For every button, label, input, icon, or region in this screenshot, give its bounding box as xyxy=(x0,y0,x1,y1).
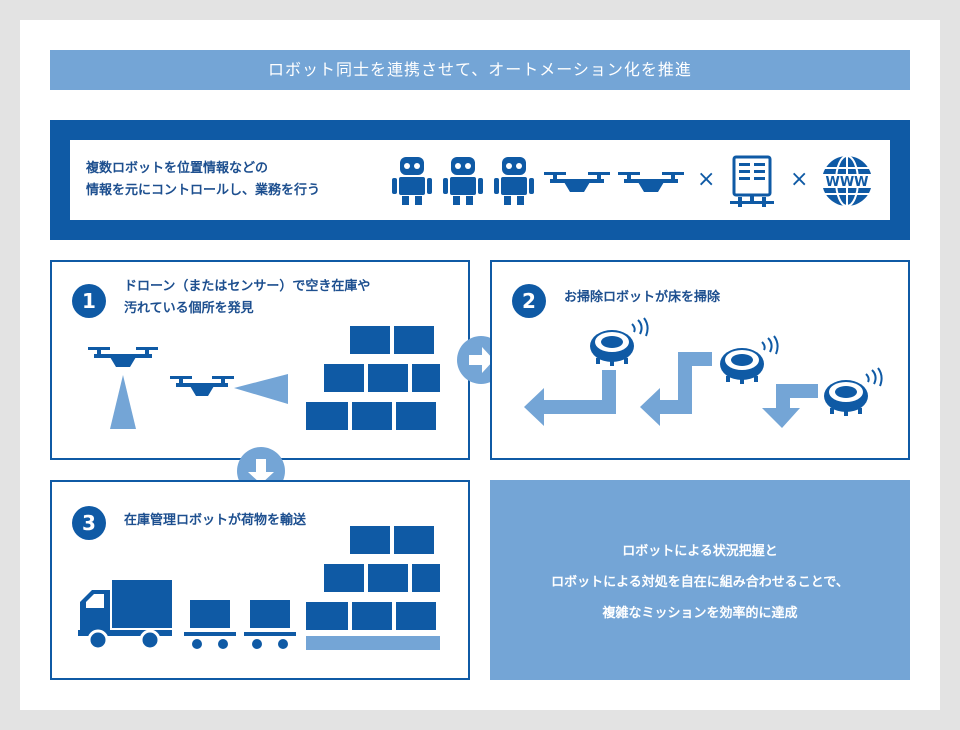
drone-icon xyxy=(618,172,684,192)
svg-text:WWW: WWW xyxy=(825,175,868,190)
globe-www-icon: WWW xyxy=(820,155,874,207)
cleaning-robot-icon xyxy=(590,317,649,366)
summary-line: ロボットによる対処を自在に組み合わせることで、 xyxy=(551,575,849,590)
path-arrow-icon xyxy=(524,370,616,426)
cart-with-box-icon xyxy=(244,600,296,649)
drone-scanning-side-icon xyxy=(170,374,288,404)
page-title: ロボット同士を連携させて、オートメーション化を推進 xyxy=(50,50,910,90)
drone-scanning-down-icon xyxy=(88,347,158,429)
summary-box xyxy=(490,480,910,680)
stacked-boxes-icon xyxy=(306,326,440,430)
summary-line: ロボットによる状況把握と xyxy=(622,544,778,559)
step-3-number: 3 xyxy=(72,506,106,540)
step-3-text: 在庫管理ロボットが荷物を輸送 xyxy=(124,510,306,532)
stacked-boxes-on-pallet-icon xyxy=(306,526,440,650)
control-description: 複数ロボットを位置情報などの 情報を元にコントロールし、業務を行う xyxy=(86,158,386,202)
path-arrow-icon xyxy=(762,384,818,428)
summary-line: 複雑なミッションを効率的に達成 xyxy=(602,606,798,621)
step-2-number: 2 xyxy=(512,284,546,318)
truck-icon xyxy=(78,580,172,651)
robot-icon xyxy=(494,157,534,205)
step-1-line: 汚れている個所を発見 xyxy=(124,301,254,316)
summary-text: ロボットによる状況把握と ロボットによる対処を自在に組み合わせることで、 複雑な… xyxy=(490,536,910,629)
drone-icon xyxy=(544,172,610,192)
control-description-line: 情報を元にコントロールし、業務を行う xyxy=(86,183,321,198)
cart-with-box-icon xyxy=(184,600,236,649)
step-2-text: お掃除ロボットが床を掃除 xyxy=(564,287,720,309)
step-2-line: お掃除ロボットが床を掃除 xyxy=(564,290,721,305)
step-3-line: 在庫管理ロボットが荷物を輸送 xyxy=(124,513,307,528)
step-1-line: ドローン（またはセンサー）で空き在庫や xyxy=(124,279,371,294)
server-icon xyxy=(730,155,774,207)
cleaning-robot-icon xyxy=(720,335,779,384)
cleaning-robot-icon xyxy=(824,367,883,416)
step-1-number: 1 xyxy=(72,284,106,318)
times-symbol: × xyxy=(790,167,809,192)
control-description-line: 複数ロボットを位置情報などの xyxy=(86,161,269,176)
robot-icon xyxy=(392,157,432,205)
step-1-text: ドローン（またはセンサー）で空き在庫や 汚れている個所を発見 xyxy=(124,276,370,320)
path-arrow-icon xyxy=(640,352,712,426)
robot-icon xyxy=(443,157,483,205)
times-symbol: × xyxy=(697,167,716,192)
